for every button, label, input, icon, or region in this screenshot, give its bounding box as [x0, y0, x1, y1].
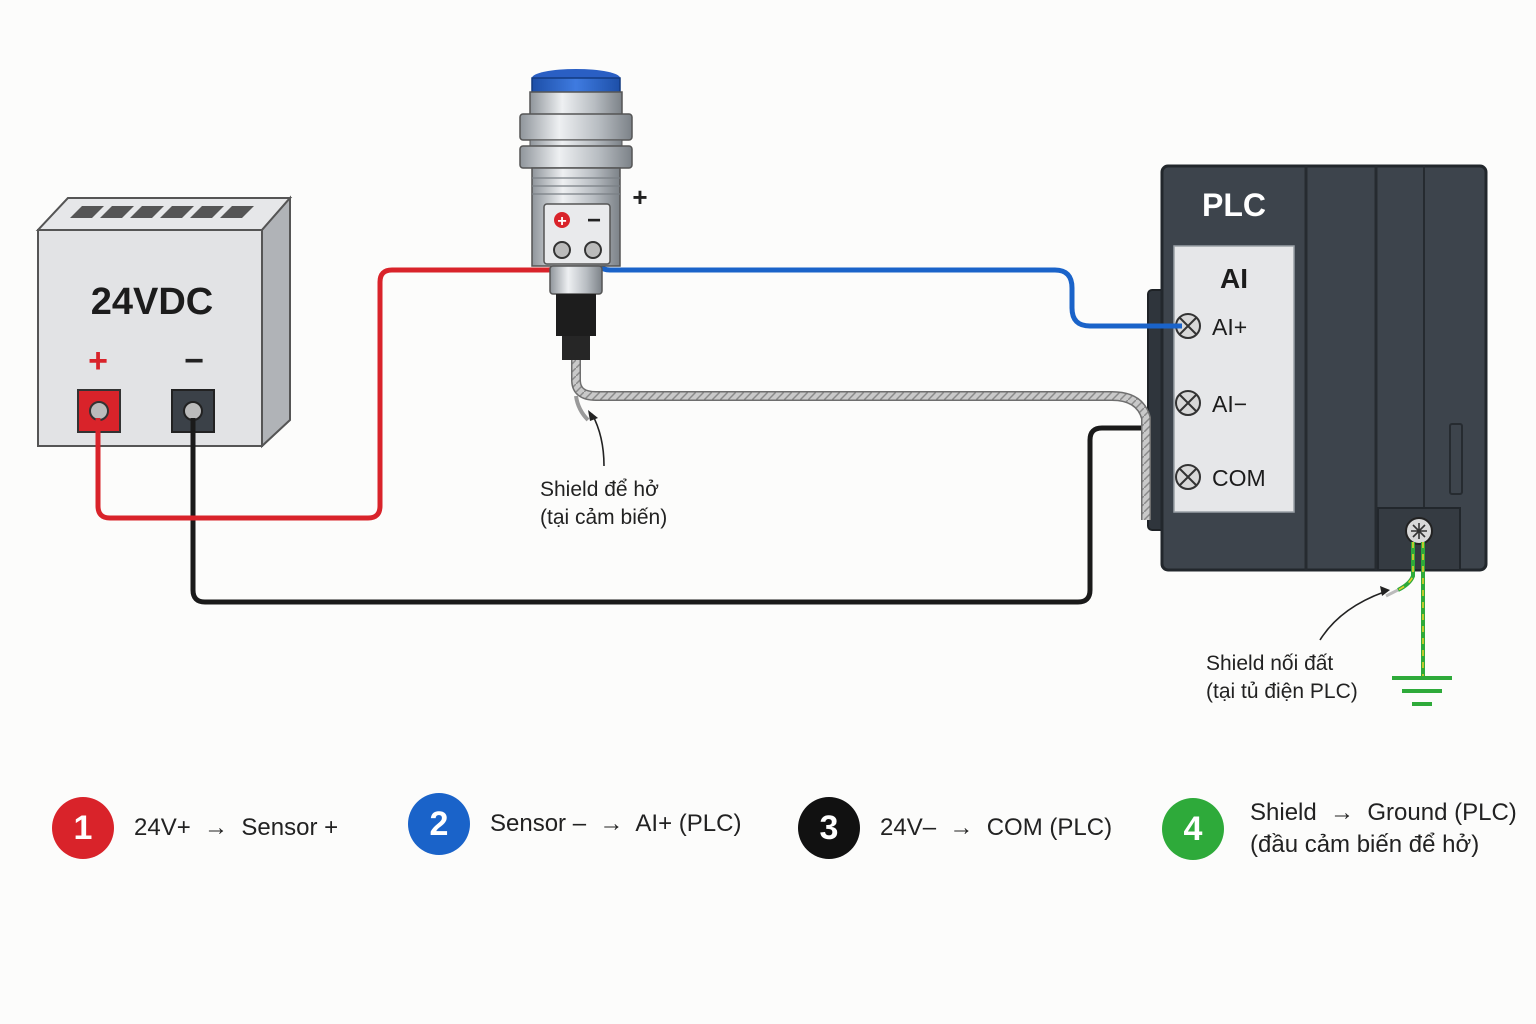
power-supply-label: 24VDC — [91, 281, 214, 323]
ground-symbol-icon — [1392, 676, 1452, 706]
legend-item-3: 3 24V– → COM (PLC) — [798, 797, 1112, 859]
psu-minus-sign: − — [184, 342, 204, 380]
sensor-minus-terminal[interactable] — [584, 241, 602, 259]
legend-text-1: 24V+ → Sensor + — [134, 814, 339, 841]
legend-badge-3: 3 — [798, 797, 860, 859]
shield-ground-annotation: Shield nối đất (tại tủ điện PLC) — [1206, 586, 1390, 703]
vent-slots — [70, 206, 254, 218]
arrow-head-icon — [588, 410, 598, 421]
terminal-ai-minus[interactable]: AI− — [1175, 390, 1247, 417]
plc-unit: PLC AI AI+ AI− COM — [1147, 164, 1488, 572]
sensor-plus-symbol: + — [557, 213, 566, 230]
power-supply: 24VDC + − — [35, 195, 293, 449]
legend-text-2: Sensor – → AI+ (PLC) — [490, 810, 742, 837]
legend-item-2: 2 Sensor – → AI+ (PLC) — [408, 793, 741, 855]
legend-badge-4: 4 — [1162, 798, 1224, 860]
legend-badge-1: 1 — [52, 797, 114, 859]
shield-open-line1: Shield để hở — [540, 478, 659, 501]
legend-text-3: 24V– → COM (PLC) — [880, 814, 1113, 841]
terminal-label-ai-plus: AI+ — [1212, 314, 1247, 340]
terminal-label-com: COM — [1212, 465, 1266, 491]
plc-title: PLC — [1202, 187, 1266, 223]
sensor-minus-symbol: − — [587, 207, 601, 234]
proximity-sensor: + − + — [519, 69, 648, 360]
psu-plus-sign: + — [88, 342, 108, 380]
ground-screw-icon[interactable] — [1405, 517, 1433, 545]
blue-wire-ai-plus — [590, 251, 1182, 329]
black-wire-com — [190, 418, 1150, 605]
legend-text-group-4: Shield → Ground (PLC) (đầu cảm biến để h… — [1250, 797, 1517, 861]
shield-ground-line2: (tại tủ điện PLC) — [1206, 680, 1358, 703]
terminal-label-ai-minus: AI− — [1212, 391, 1247, 417]
legend-item-4: 4 Shield → Ground (PLC) (đầu cảm biến để… — [1162, 797, 1517, 861]
terminal-ai-plus[interactable]: AI+ — [1175, 313, 1247, 340]
arrow-head-icon — [1380, 586, 1390, 596]
shield-open-annotation: Shield để hở (tại cảm biến) — [540, 410, 667, 529]
sensor-side-plus: + — [632, 182, 647, 212]
shield-open-line2: (tại cảm biến) — [540, 506, 667, 529]
shield-ground-line1: Shield nối đất — [1206, 652, 1333, 675]
ground-connection — [1385, 542, 1452, 706]
terminal-com[interactable]: COM — [1175, 464, 1266, 491]
shield-cable — [571, 360, 1151, 520]
ai-module-title: AI — [1220, 263, 1248, 294]
sensor-plus-terminal[interactable] — [553, 241, 571, 259]
legend-text-4b: (đầu cảm biến để hở) — [1250, 831, 1480, 858]
legend-text-4: Shield → Ground (PLC) — [1250, 799, 1517, 826]
legend-badge-2: 2 — [408, 793, 470, 855]
legend-item-1: 1 24V+ → Sensor + — [52, 797, 338, 859]
